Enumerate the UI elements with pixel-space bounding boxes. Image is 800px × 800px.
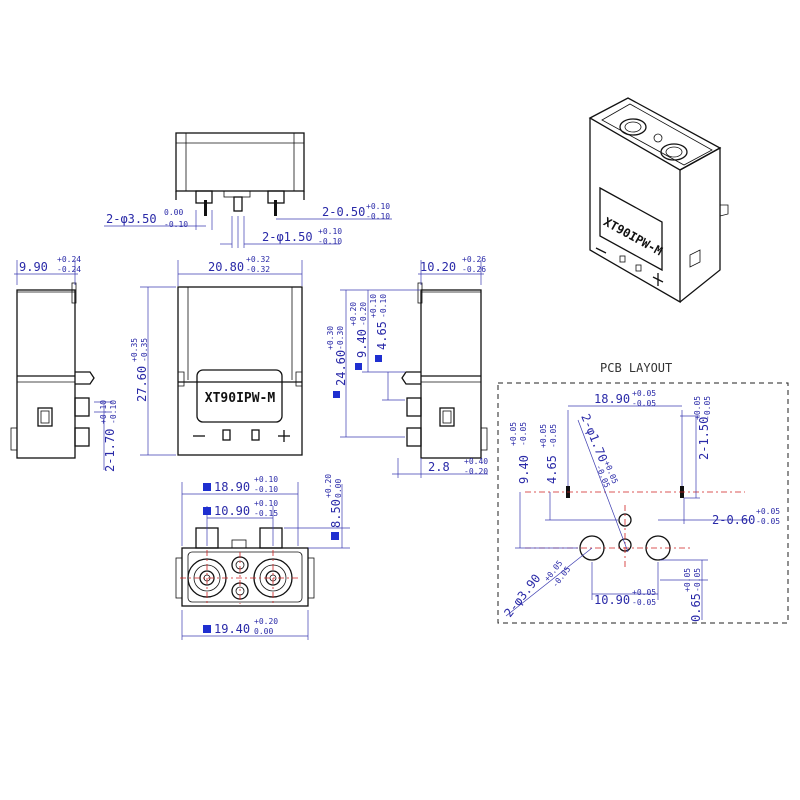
- left-pin-tol-up: +0.10: [99, 400, 108, 424]
- right-width-tol-dn: -0.26: [462, 265, 486, 274]
- pcb-h2-tol-up: +0.05: [539, 424, 548, 448]
- top-view: [104, 132, 392, 248]
- bottom-d3-marker: [331, 532, 339, 540]
- bottom-d4-tol-up: +0.20: [254, 617, 278, 626]
- pcb-slot-w-dim: 2-0.60: [712, 513, 755, 527]
- top-peg-tol-dn: -0.10: [318, 237, 342, 246]
- pcb-pitch-tol-dn: -0.05: [632, 598, 656, 607]
- pcb-off-tol-dn: -0.05: [693, 568, 702, 592]
- left-pin-tol-dn: -0.10: [109, 400, 118, 424]
- bottom-d3-dim: 8.50: [329, 499, 343, 528]
- front-width-tol-up: +0.32: [246, 255, 270, 264]
- pcb-h1-tol-dn: -0.05: [519, 422, 528, 446]
- pcb-slot-w-tol-dn: -0.05: [756, 517, 780, 526]
- pcb-pitch-dim: 10.90: [594, 593, 630, 607]
- top-peg-tol-up: +0.10: [318, 227, 342, 236]
- pcb-peg-dim: 2-φ1.70: [578, 412, 610, 464]
- pcb-span-dim: 18.90: [594, 392, 630, 406]
- pcb-off-tol-up: +0.05: [683, 568, 692, 592]
- right-h3-dim: 4.65: [375, 321, 389, 350]
- bottom-d4-marker: [203, 625, 211, 633]
- top-pin-tol-dn: -0.10: [366, 212, 390, 221]
- pcb-layout: [497, 382, 789, 624]
- left-width-dim: 9.90: [19, 260, 48, 274]
- pcb-h2-tol-dn: -0.05: [549, 424, 558, 448]
- pcb-slot-w-tol-up: +0.05: [756, 507, 780, 516]
- iso-part-label: XT90IPW-M: [601, 215, 665, 259]
- left-width-tol-up: +0.24: [57, 255, 81, 264]
- left-view: [10, 260, 112, 470]
- right-h3-marker: [375, 355, 382, 362]
- pcb-h1-dim: 9.40: [517, 455, 531, 484]
- pcb-span-tol-dn: -0.05: [632, 399, 656, 408]
- isometric-view: [588, 97, 729, 304]
- pcb-span-tol-up: +0.05: [632, 389, 656, 398]
- front-width-dim: 20.80: [208, 260, 244, 274]
- bottom-d4-dim: 19.40: [214, 622, 250, 636]
- left-width-tol-dn: -0.24: [57, 265, 81, 274]
- pcb-layout-title: PCB LAYOUT: [600, 361, 672, 375]
- pcb-pitch-tol-up: +0.05: [632, 588, 656, 597]
- top-hole-tol-up: 0.00: [164, 208, 183, 217]
- bottom-view: [175, 482, 350, 640]
- bottom-d3-tol-dn: 0.00: [334, 479, 343, 498]
- right-h2-dim: 9.40: [355, 329, 369, 358]
- pcb-off-dim: 0.65: [689, 593, 703, 622]
- right-h1-tol-up: +0.30: [326, 326, 335, 350]
- bottom-d1-tol-dn: -0.10: [254, 485, 278, 494]
- bottom-d1-tol-up: +0.10: [254, 475, 278, 484]
- left-pin-dim: 2-1.70: [103, 429, 117, 472]
- bottom-d1-dim: 18.90: [214, 480, 250, 494]
- bottom-d2-marker: [203, 507, 211, 515]
- pcb-h1-tol-up: +0.05: [509, 422, 518, 446]
- right-h1-marker: [333, 391, 340, 398]
- bottom-d2-tol-dn: -0.15: [254, 509, 278, 518]
- pcb-slot-h-tol-dn: -0.05: [703, 396, 712, 420]
- bottom-d4-tol-dn: 0.00: [254, 627, 273, 636]
- top-pin-tol-up: +0.10: [366, 202, 390, 211]
- pcb-slot-h-tol-up: +0.05: [693, 396, 702, 420]
- right-offset-tol-dn: -0.20: [464, 467, 488, 476]
- right-h3-tol-dn: -0.10: [379, 294, 388, 318]
- top-peg-dim: 2-φ1.50: [262, 230, 313, 244]
- front-width-tol-dn: -0.32: [246, 265, 270, 274]
- right-width-tol-up: +0.26: [462, 255, 486, 264]
- right-offset-dim: 2.8: [428, 460, 450, 474]
- right-h2-marker: [355, 363, 362, 370]
- right-width-dim: 10.20: [420, 260, 456, 274]
- bottom-d3-tol-up: +0.20: [324, 474, 333, 498]
- pcb-slot-h-dim: 2-1.50: [697, 417, 711, 460]
- pcb-h2-dim: 4.65: [545, 455, 559, 484]
- right-h2-tol-dn: -0.20: [359, 302, 368, 326]
- bottom-d1-marker: [203, 483, 211, 491]
- right-offset-tol-up: +0.40: [464, 457, 488, 466]
- top-hole-dim: 2-φ3.50: [106, 212, 157, 226]
- front-height-dim: 27.60: [135, 366, 149, 402]
- pcb-hole-dim: 2-φ3.90: [501, 571, 543, 619]
- front-height-tol-dn: -0.35: [140, 338, 149, 362]
- right-h1-tol-dn: -0.30: [336, 326, 345, 350]
- right-h3-tol-up: +0.10: [369, 294, 378, 318]
- right-h2-tol-up: +0.20: [349, 302, 358, 326]
- right-view: [340, 260, 488, 478]
- top-hole-tol-dn: -0.10: [164, 220, 188, 229]
- front-height-tol-up: +0.35: [130, 338, 139, 362]
- front-part-label: XT90IPW-M: [205, 391, 276, 406]
- bottom-d2-dim: 10.90: [214, 504, 250, 518]
- bottom-d2-tol-up: +0.10: [254, 499, 278, 508]
- front-view: [140, 260, 303, 456]
- top-pin-dim: 2-0.50: [322, 205, 365, 219]
- right-h1-dim: 24.60: [334, 350, 348, 386]
